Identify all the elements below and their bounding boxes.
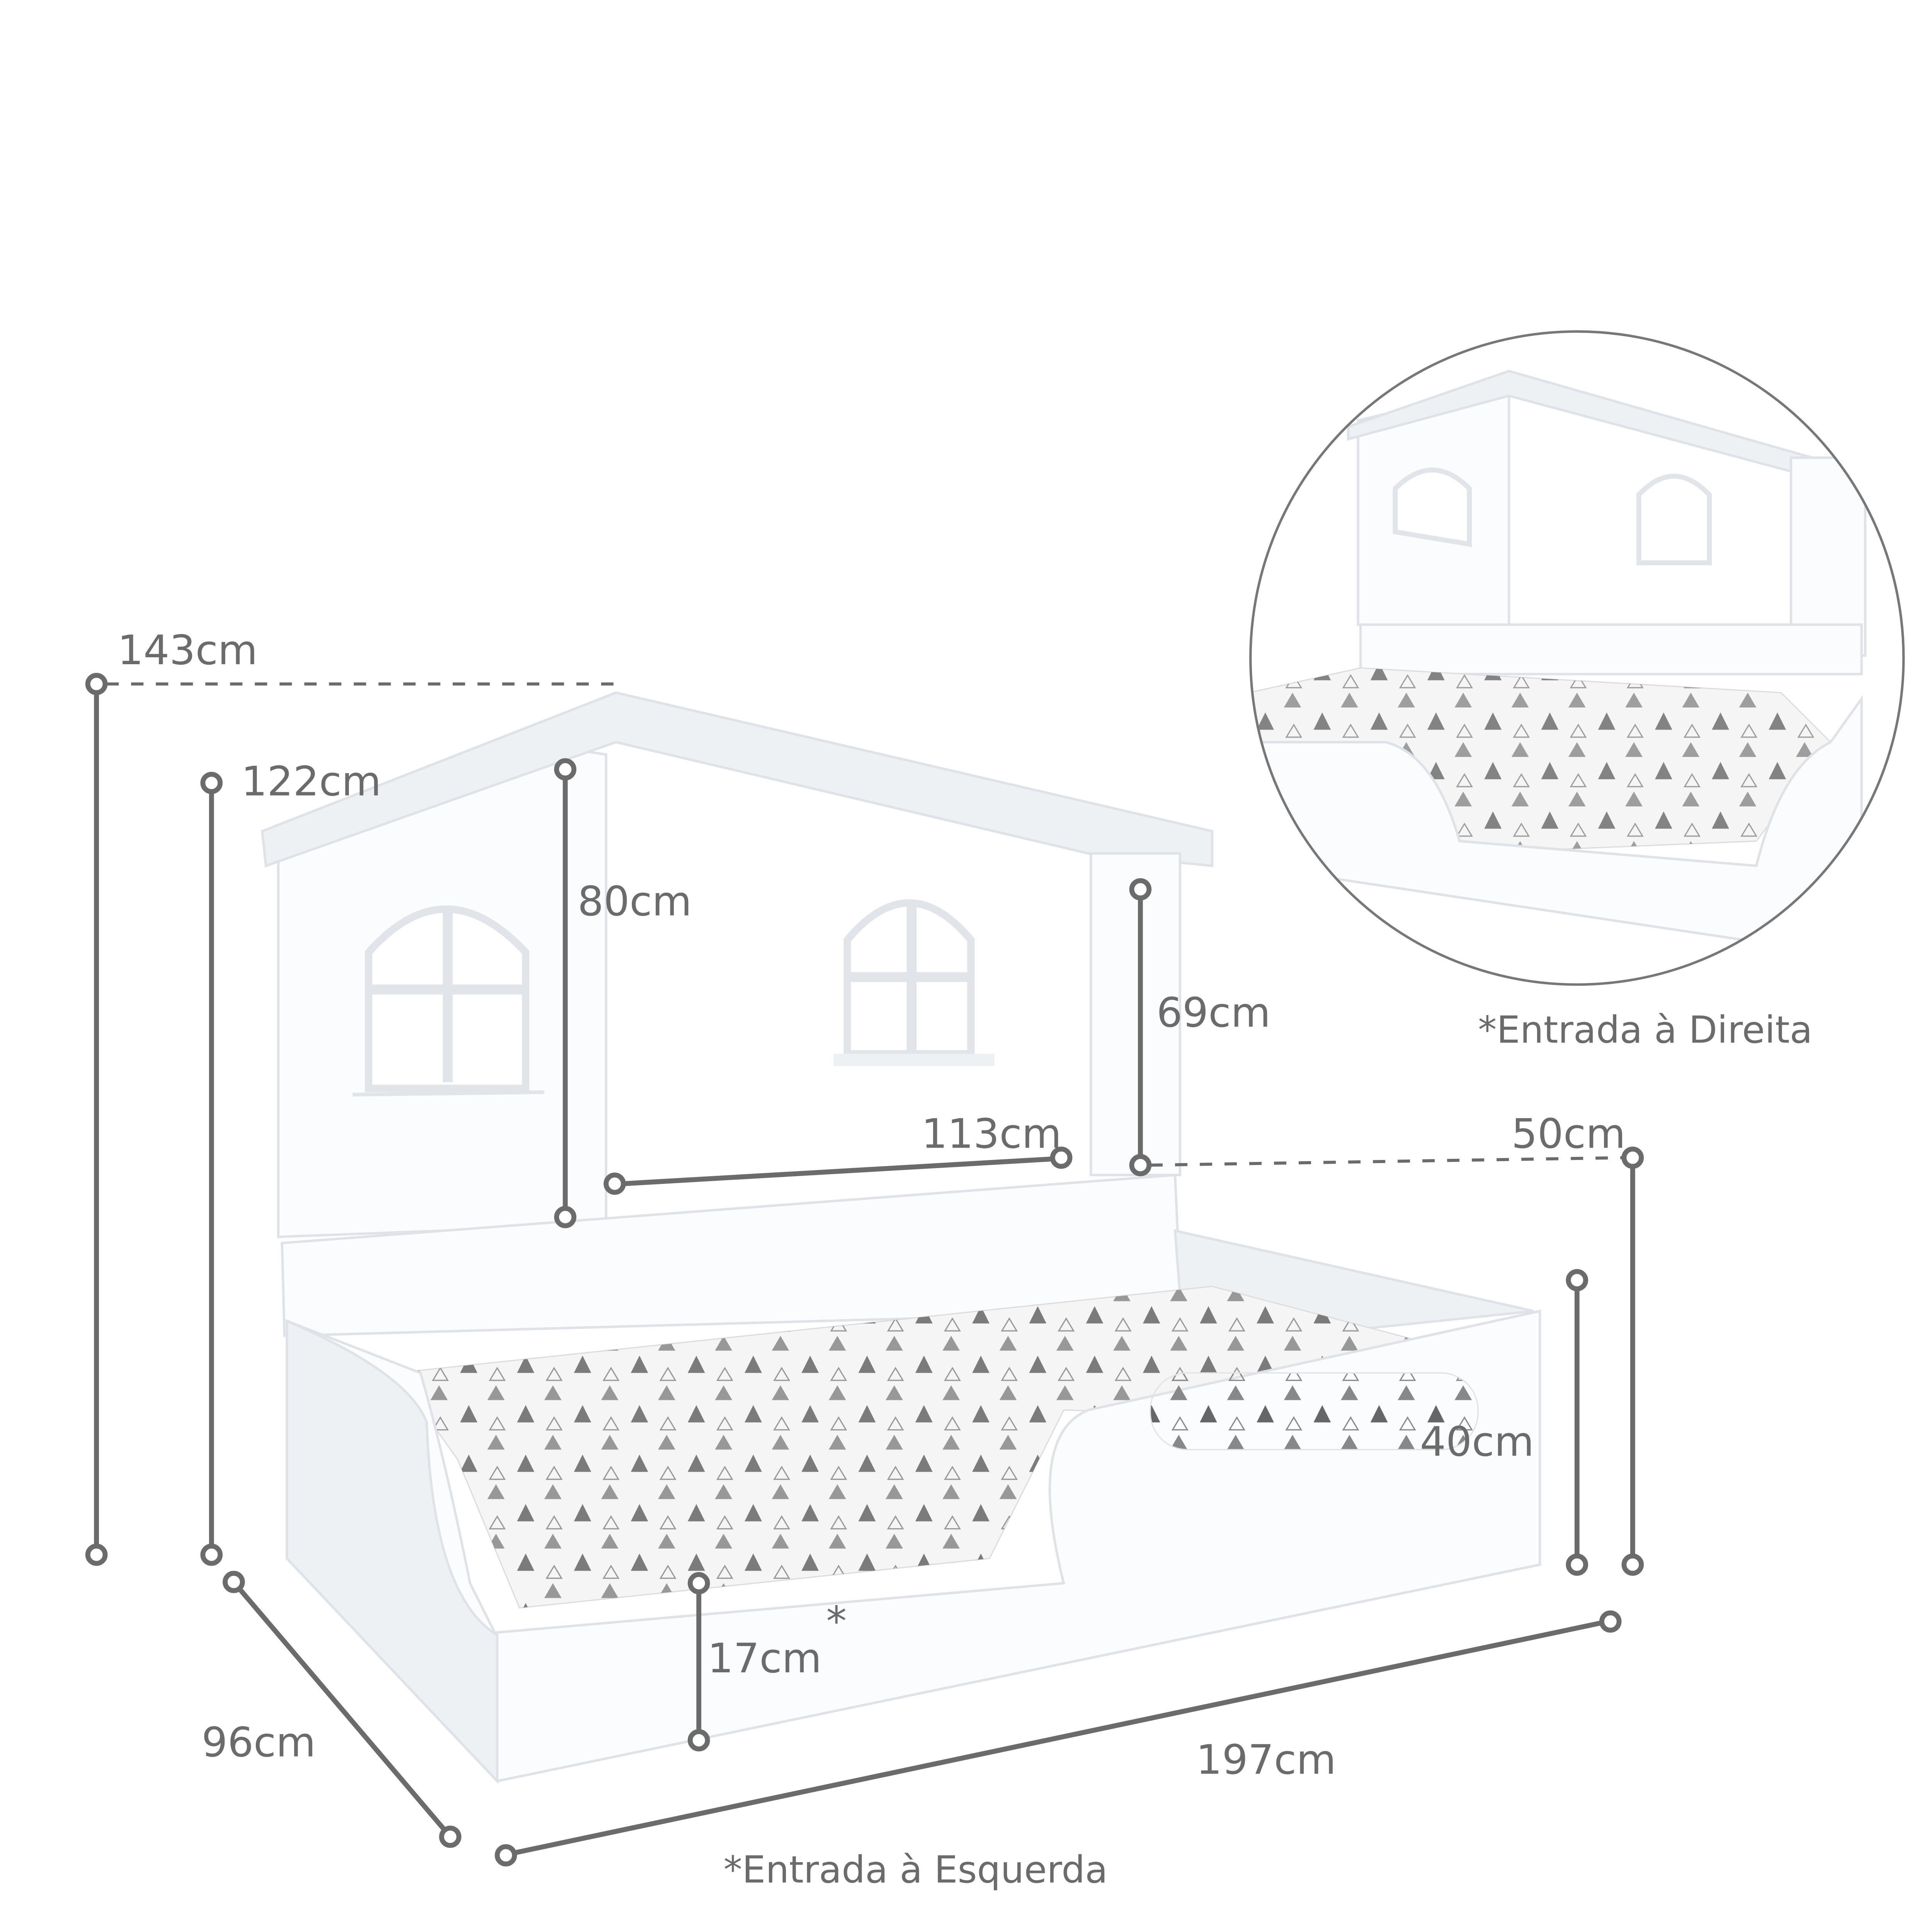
dimension-80: 80cm: [554, 758, 692, 1228]
dimension-label-80: 80cm: [578, 878, 692, 925]
dimension-96: 96cm: [202, 1571, 461, 1848]
dimension-label-69: 69cm: [1156, 989, 1270, 1036]
dimension-label-197: 197cm: [1196, 1736, 1336, 1783]
dimension-label-40: 40cm: [1420, 1418, 1534, 1466]
dimension-113: 113cm: [604, 1110, 1073, 1195]
dimension-17: 17cm *: [687, 1572, 847, 1752]
window-center: [833, 899, 995, 1066]
dimension-122: 122cm: [200, 757, 381, 1566]
dimension-label-122: 122cm: [241, 757, 381, 805]
dimension-label-96: 96cm: [202, 1718, 316, 1766]
dimension-40: 40cm: [1420, 1269, 1588, 1576]
caption-right-entry: *Entrada à Direita: [1478, 1008, 1812, 1051]
bed-illustration-left-entry: [261, 691, 1541, 1784]
dimension-label-143: 143cm: [117, 626, 258, 674]
dimension-69: 69cm: [1129, 878, 1270, 1177]
dimension-197: 197cm: [495, 1610, 1622, 1867]
dimension-label-113: 113cm: [922, 1110, 1062, 1158]
entry-note-asterisk: *: [826, 1597, 847, 1645]
dimension-label-50: 50cm: [1512, 1110, 1626, 1158]
bed-illustration-right-entry-inset: [1249, 330, 1905, 986]
dimension-label-17: 17cm: [707, 1634, 821, 1682]
dimension-143: 143cm: [85, 626, 625, 1566]
dimension-50: 50cm: [1150, 1110, 1644, 1576]
caption-left-entry: *Entrada à Esquerda: [724, 1848, 1108, 1891]
window-left: [352, 905, 544, 1097]
